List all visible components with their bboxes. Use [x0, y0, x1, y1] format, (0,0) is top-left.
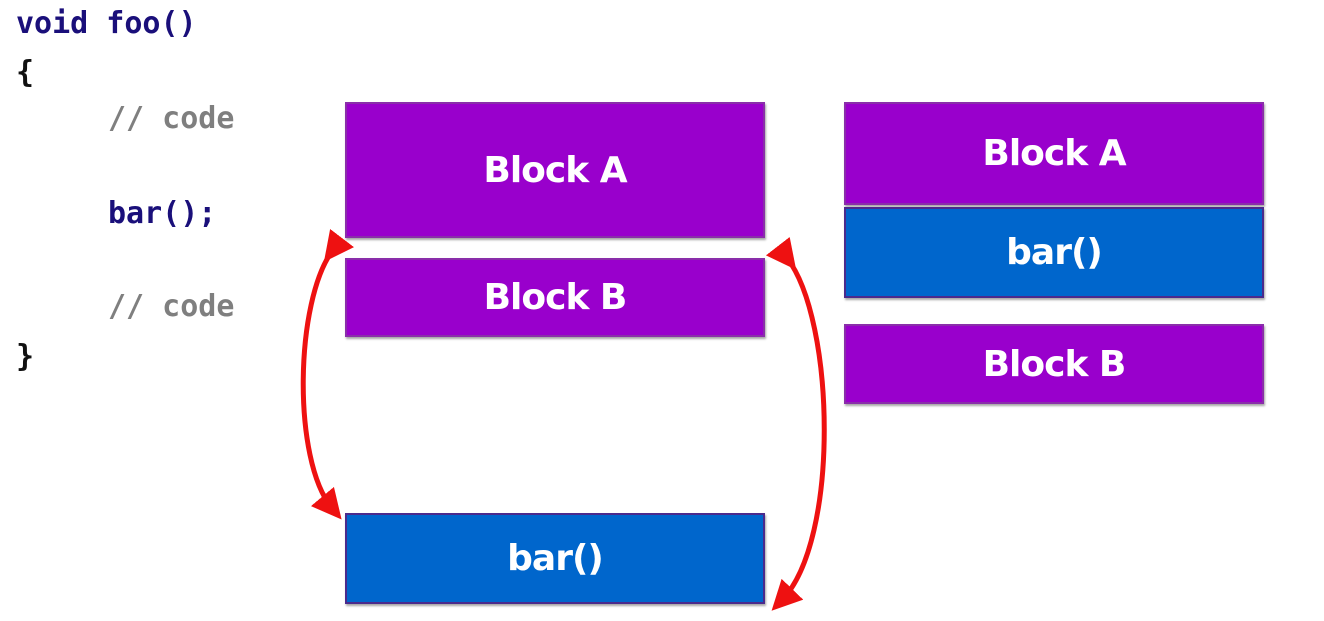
left-block-a: Block A	[345, 102, 765, 238]
left-bar-call-block: bar()	[345, 513, 765, 604]
code-line-bar-call: bar();	[108, 196, 217, 231]
code-line-close-brace: }	[16, 339, 35, 374]
call-arrow-left	[300, 228, 355, 520]
left-bar-call-label: bar()	[507, 538, 604, 579]
return-arrow-right	[765, 236, 827, 611]
left-block-a-label: Block A	[483, 149, 627, 191]
right-block-b: Block B	[844, 324, 1264, 404]
right-block-a: Block A	[844, 102, 1264, 205]
right-block-b-label: Block B	[982, 343, 1127, 385]
right-block-a-label: Block A	[982, 133, 1126, 174]
code-line-signature: void foo()	[16, 6, 197, 41]
code-line-comment-1: // code	[108, 101, 235, 136]
code-line-open-brace: {	[16, 55, 35, 90]
right-bar-call-label: bar()	[1006, 232, 1103, 273]
left-block-b-label: Block B	[483, 277, 628, 318]
left-block-b: Block B	[345, 258, 765, 337]
right-bar-call-block: bar()	[844, 207, 1264, 298]
code-line-comment-2: // code	[108, 289, 235, 324]
